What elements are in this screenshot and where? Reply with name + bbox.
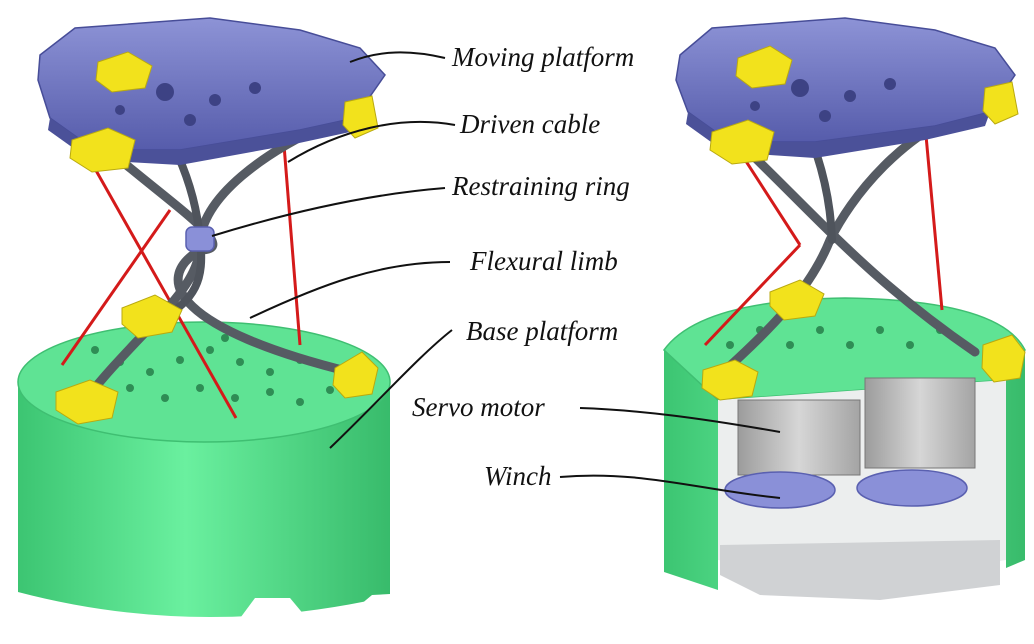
label-winch: Winch: [484, 461, 552, 491]
leader-flexural-limb: [249, 261, 451, 319]
cable: [703, 243, 802, 347]
leader-lines: [211, 51, 781, 499]
leader-restraining-ring: [211, 187, 446, 237]
connector: [55, 379, 119, 425]
leader-winch: [559, 474, 781, 499]
connector: [735, 45, 793, 89]
label-base-platform: Base platform: [466, 316, 619, 346]
connector: [332, 351, 379, 399]
connector: [95, 51, 153, 93]
label-driven-cable: Driven cable: [460, 109, 601, 139]
connector: [981, 334, 1026, 383]
connector: [769, 279, 825, 321]
label-servo-motor: Servo motor: [412, 392, 545, 422]
connector: [982, 81, 1019, 125]
connector: [701, 359, 759, 401]
label-flexural-limb: Flexural limb: [470, 246, 618, 276]
base-notch: [360, 594, 390, 605]
base-holes: [91, 334, 334, 406]
right-robot: [663, 17, 1026, 600]
platform-holes: [750, 78, 896, 122]
inner-bottom-plate: [720, 540, 1000, 600]
base-notch: [235, 598, 310, 625]
cable: [60, 209, 172, 366]
connector: [69, 127, 136, 173]
platform-holes: [115, 82, 261, 126]
servo-motor: [737, 399, 861, 476]
winch: [724, 471, 836, 509]
leader-servo-motor: [579, 407, 781, 433]
label-moving-platform: Moving platform: [452, 42, 635, 72]
leader-driven-cable: [287, 120, 456, 163]
restraining-ring: [185, 226, 215, 252]
leader-moving-platform: [349, 51, 446, 63]
winch: [856, 469, 968, 507]
servo-motor: [864, 377, 976, 469]
connector: [709, 119, 775, 165]
label-restraining-ring: Restraining ring: [452, 171, 630, 201]
left-robot: [17, 17, 391, 625]
base-cylinder-body: [18, 382, 390, 618]
leader-base-platform: [329, 329, 453, 449]
flexural-limb: [737, 140, 980, 357]
flexural-limb: [113, 153, 355, 377]
connector: [121, 294, 183, 339]
